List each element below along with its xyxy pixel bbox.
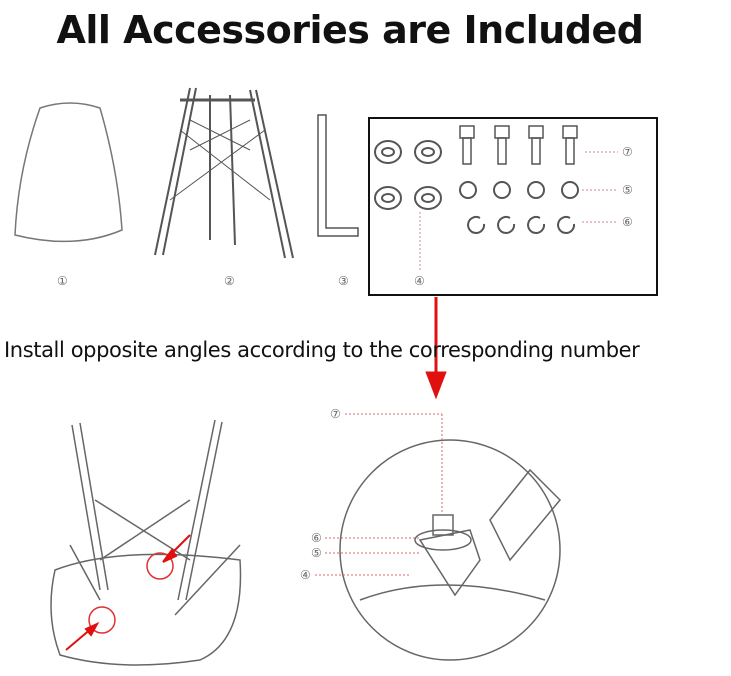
part-label-wrench: ③ [338,274,349,288]
page-title: All Accessories are Included [56,8,644,52]
accessories-box [368,117,658,296]
detail-label-washer-large: ④ [300,568,311,582]
red-arrow [425,297,447,400]
detail-circle-drawing [339,439,562,661]
allen-wrench-drawing [317,114,359,237]
instruction-text: Install opposite angles according to the… [4,338,640,362]
seat-shell-drawing [14,102,123,243]
small-red-arrows [65,534,191,651]
screws [459,125,578,165]
highlight-circles [88,552,174,634]
part-label-flat-washer: ⑤ [622,183,633,197]
washers-large [374,140,442,210]
spring-washers [467,215,576,234]
part-label-seat: ① [57,274,68,288]
flat-washers [459,181,579,199]
part-label-legs: ② [224,274,235,288]
part-label-spring-washer: ⑥ [622,215,633,229]
detail-label-spring-washer: ⑥ [311,531,322,545]
part-label-screw: ⑦ [622,145,633,159]
part-label-washer-large: ④ [414,274,425,288]
detail-label-screw: ⑦ [330,407,341,421]
leg-base-drawing [154,87,294,259]
chair-upside-down-drawing [50,419,242,666]
detail-label-flat-washer: ⑤ [311,546,322,560]
